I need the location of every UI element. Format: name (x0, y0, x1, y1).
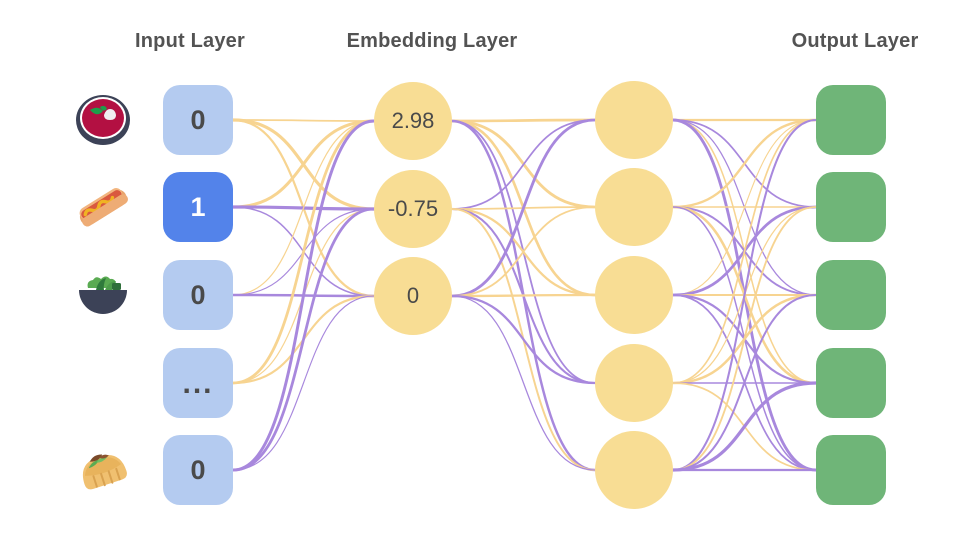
connection-edge (231, 119, 376, 385)
connection-edge (450, 207, 597, 297)
connection-edge (231, 293, 376, 298)
embedding-node[interactable]: 2.98 (374, 82, 452, 160)
connection-edge (451, 119, 596, 210)
hidden-node[interactable] (595, 344, 673, 422)
embedding-layer-title: Embedding Layer (346, 30, 518, 52)
embedding-node[interactable]: 0 (374, 257, 452, 335)
connection-edge (231, 119, 376, 472)
connection-edge (231, 118, 376, 211)
connection-edge (232, 119, 375, 122)
connection-edge (231, 118, 376, 298)
connection-edge (232, 120, 375, 296)
connection-edge (672, 206, 817, 296)
connection-edge (671, 205, 818, 297)
connection-edge (672, 206, 817, 471)
connection-edge (451, 295, 596, 471)
bowl-of-soup-icon (72, 89, 134, 151)
green-salad-bowl-icon (72, 264, 134, 326)
output-layer-title: Output Layer (791, 30, 919, 52)
connection-edge (671, 293, 818, 385)
connection-edge (231, 119, 376, 209)
taco-icon (72, 439, 134, 501)
connection-edge (672, 206, 817, 471)
output-node[interactable] (816, 260, 886, 330)
connection-edge (672, 119, 817, 208)
connection-edge (450, 293, 597, 298)
connection-edge (672, 206, 817, 384)
connection-edge (671, 293, 818, 385)
connection-edge (451, 208, 596, 471)
output-node[interactable] (816, 348, 886, 418)
connection-edge (672, 382, 817, 471)
connection-edge (232, 295, 375, 471)
input-value-box[interactable]: 0 (163, 435, 233, 505)
connection-edge (671, 118, 818, 472)
hidden-node[interactable] (595, 81, 673, 159)
connection-edge (231, 207, 376, 472)
input-value-box[interactable]: 0 (163, 85, 233, 155)
output-node[interactable] (816, 85, 886, 155)
connection-edge (450, 118, 597, 298)
connection-edge (231, 294, 376, 385)
connection-edge (672, 119, 817, 296)
connection-edge (672, 119, 817, 296)
connection-edge (450, 119, 597, 209)
connection-edge (671, 118, 818, 209)
hot-dog-icon (72, 176, 134, 238)
connection-edge (450, 119, 597, 297)
connection-edge (672, 294, 817, 471)
connection-edge (451, 206, 596, 210)
output-node[interactable] (816, 435, 886, 505)
hidden-node[interactable] (595, 431, 673, 509)
connection-edge (450, 119, 597, 472)
embedding-node[interactable]: -0.75 (374, 170, 452, 248)
connection-edge (672, 294, 817, 471)
connection-edge (450, 294, 597, 385)
connection-edge (671, 381, 818, 472)
connection-edge (232, 206, 375, 297)
input-value-box[interactable]: 0 (163, 260, 233, 330)
connection-edge (232, 208, 375, 384)
connection-edge (450, 207, 597, 385)
input-value-box-ellipsis[interactable]: ... (163, 348, 233, 418)
input-layer-title: Input Layer (135, 30, 245, 52)
input-value-box[interactable]: 1 (163, 172, 233, 242)
connection-edge (451, 120, 596, 384)
connection-edge (671, 205, 818, 385)
connection-edge (672, 119, 817, 384)
connection-edge (232, 208, 375, 296)
output-node[interactable] (816, 172, 886, 242)
connection-edge (672, 119, 817, 384)
hidden-node[interactable] (595, 168, 673, 246)
hidden-node[interactable] (595, 256, 673, 334)
connection-edge (671, 118, 818, 472)
connection-edge (231, 205, 376, 211)
connection-edge (450, 118, 597, 123)
connection-edge (451, 206, 596, 297)
